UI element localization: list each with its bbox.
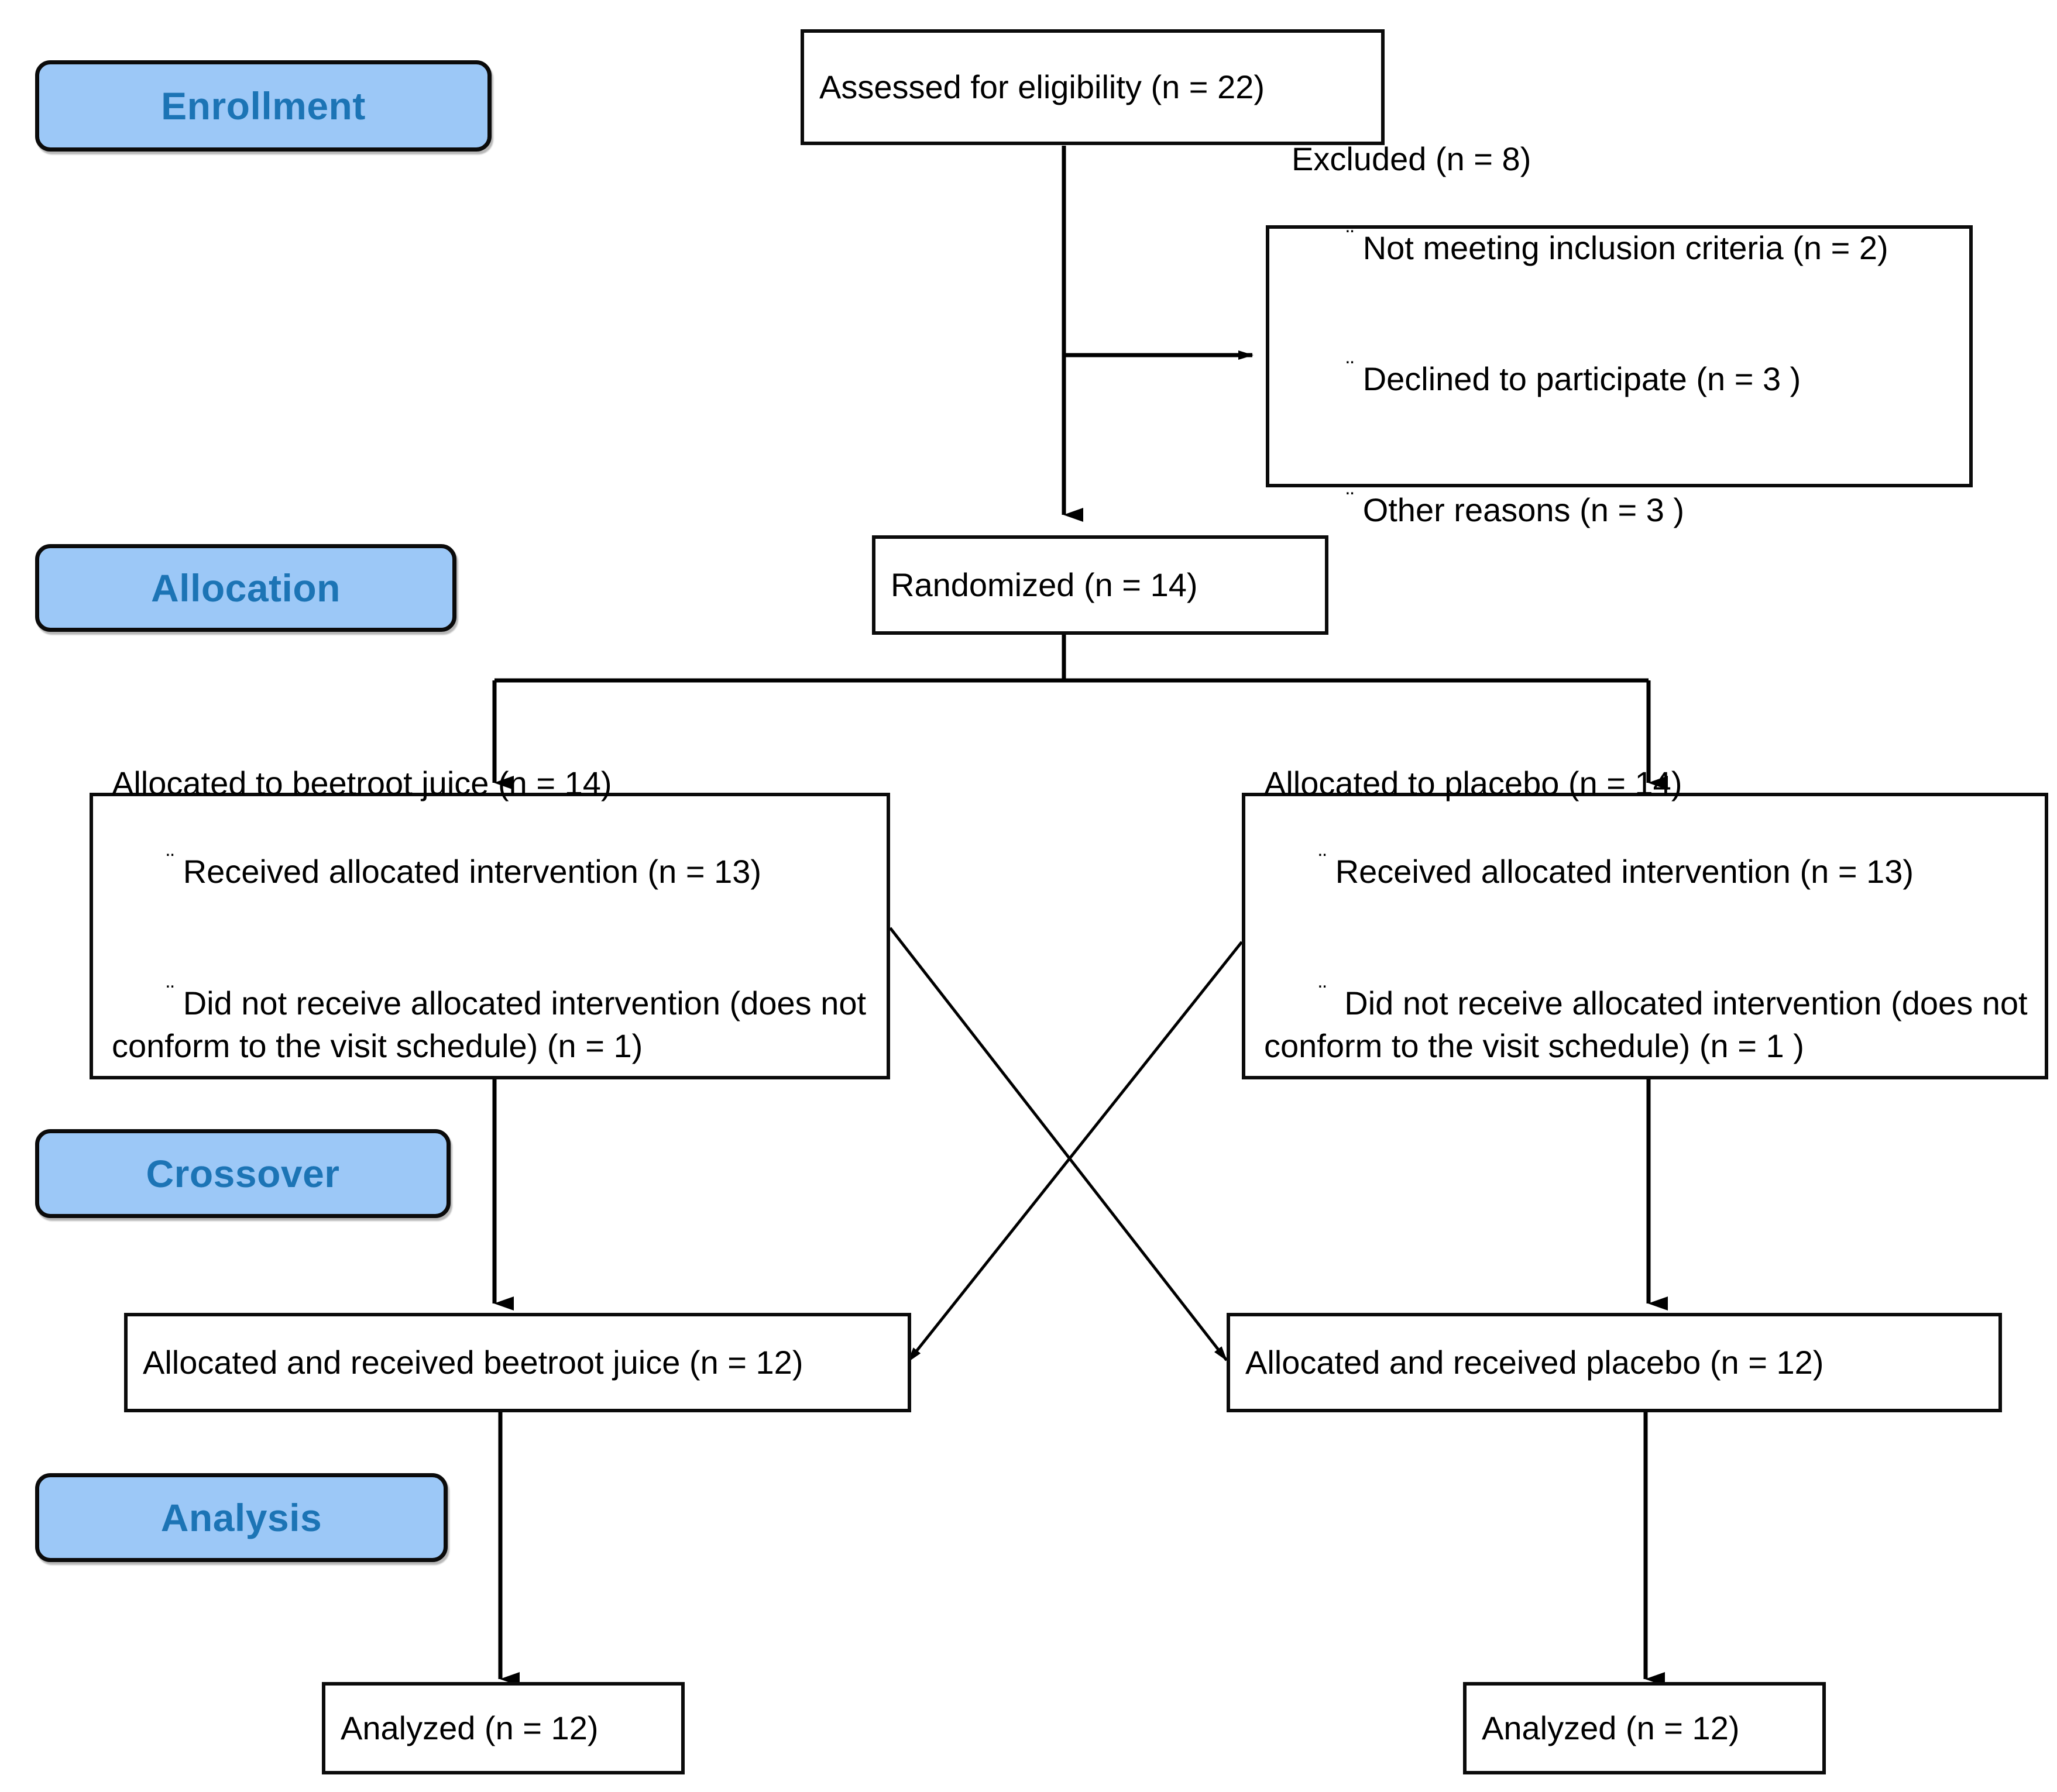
excluded-title: Excluded (n = 8): [1292, 140, 1531, 178]
connector-crossover-left-to-right: [889, 927, 1228, 1361]
bullet-icon: ¨: [1346, 225, 1355, 252]
alloc-right-item-1-text: Did not receive allocated intervention (…: [1264, 984, 2037, 1064]
box-allocated-placebo: Allocated to placebo (n = 14) ¨ Received …: [1242, 765, 2048, 1079]
box-analyzed-beetroot: Analyzed (n = 12): [322, 1682, 685, 1774]
connector-crossover-right-to-left: [907, 941, 1243, 1363]
analyzed-right-title: Analyzed (n = 12): [1482, 1709, 1740, 1746]
connector-randomized-split: [492, 635, 1668, 790]
alloc-right-item-1: ¨ Did not receive allocated intervention…: [1264, 936, 2033, 1110]
crossover-right-title: Allocated and received placebo (n = 12): [1245, 1343, 1824, 1381]
excluded-reason-1: ¨ Declined to participate (n = 3 ): [1292, 312, 1954, 443]
alloc-left-item-0-text: Received allocated intervention (n = 13): [183, 853, 762, 890]
excluded-reason-2-text: Other reasons (n = 3 ): [1362, 491, 1685, 529]
bullet-icon: ¨: [1318, 981, 1327, 1007]
box-analyzed-placebo: Analyzed (n = 12): [1463, 1682, 1826, 1774]
excluded-reason-1-text: Declined to participate (n = 3 ): [1362, 360, 1801, 397]
stage-label-allocation: Allocation: [150, 566, 341, 610]
stage-badge-allocation: Allocation: [35, 544, 456, 632]
bullet-icon: ¨: [1346, 357, 1355, 383]
alloc-left-item-1-text: Did not receive allocated intervention (…: [112, 984, 875, 1064]
stage-badge-analysis: Analysis: [35, 1473, 448, 1562]
box-excluded: Excluded (n = 8) ¨ Not meeting inclusion …: [1266, 140, 1973, 528]
excluded-reason-0: ¨ Not meeting inclusion criteria (n = 2): [1292, 181, 1954, 312]
analyzed-left-title: Analyzed (n = 12): [341, 1709, 599, 1746]
bullet-icon: ¨: [1346, 488, 1355, 514]
crossover-left-title: Allocated and received beetroot juice (n…: [143, 1343, 803, 1381]
alloc-left-item-0: ¨ Received allocated intervention (n = 13…: [112, 805, 875, 936]
alloc-right-item-0: ¨ Received allocated intervention (n = 13…: [1264, 805, 2033, 936]
bullet-icon: ¨: [166, 981, 175, 1007]
box-crossover-placebo: Allocated and received placebo (n = 12): [1227, 1313, 2002, 1412]
bullet-icon: ¨: [1318, 849, 1327, 876]
excluded-reason-2: ¨ Other reasons (n = 3 ): [1292, 443, 1954, 575]
alloc-left-title: Allocated to beetroot juice (n = 14): [112, 764, 612, 802]
stage-label-crossover: Crossover: [146, 1152, 340, 1195]
box-crossover-beetroot: Allocated and received beetroot juice (n…: [124, 1313, 911, 1412]
stage-label-analysis: Analysis: [160, 1496, 322, 1539]
box-assessed-for-eligibility: Assessed for eligibility (n = 22): [801, 29, 1385, 145]
alloc-right-title: Allocated to placebo (n = 14): [1264, 764, 1682, 802]
box-allocated-beetroot: Allocated to beetroot juice (n = 14) ¨ Re…: [90, 765, 890, 1079]
randomized-title: Randomized (n = 14): [891, 566, 1198, 603]
stage-badge-enrollment: Enrollment: [35, 60, 492, 152]
assessed-title: Assessed for eligibility (n = 22): [819, 68, 1265, 105]
alloc-left-item-1: ¨Did not receive allocated intervention …: [112, 936, 875, 1110]
box-randomized: Randomized (n = 14): [872, 535, 1328, 635]
bullet-icon: ¨: [166, 849, 175, 876]
stage-badge-crossover: Crossover: [35, 1129, 451, 1218]
stage-label-enrollment: Enrollment: [161, 84, 366, 128]
excluded-reason-0-text: Not meeting inclusion criteria (n = 2): [1362, 229, 1888, 266]
alloc-right-item-0-text: Received allocated intervention (n = 13): [1335, 853, 1914, 890]
